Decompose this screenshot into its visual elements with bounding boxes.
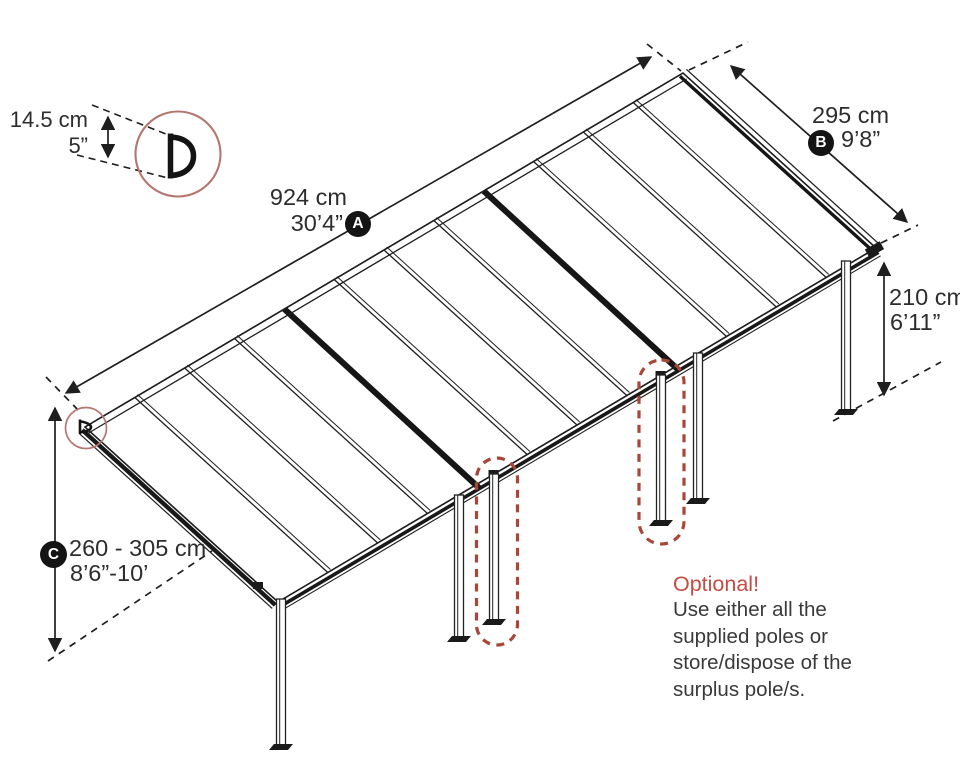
gutter-detail-callout <box>76 104 222 198</box>
dim-b-imperial-label: 9’8” <box>841 126 881 152</box>
detail-metric-label: 14.5 cm <box>9 107 88 132</box>
note-title: Optional! <box>673 572 760 596</box>
dim-b-badge: B <box>808 130 834 156</box>
optional-pole-marker-left <box>474 456 520 647</box>
post-front-left <box>253 582 293 750</box>
post-middle-right-surplus <box>649 371 673 526</box>
note-line-2: supplied poles or <box>673 625 828 648</box>
support-posts <box>253 241 885 750</box>
post-middle-left-surplus <box>482 470 506 625</box>
roof-panel-area <box>78 68 881 611</box>
optional-pole-markers <box>474 358 686 647</box>
ground-line-left <box>47 550 213 662</box>
post-middle-right-front <box>686 352 710 504</box>
dimension-front-height-line <box>832 261 942 422</box>
d-profile-icon <box>167 133 197 179</box>
dim-c-imperial-label: 8’6”-10’ <box>70 560 149 586</box>
detail-imperial-label: 5” <box>68 133 88 158</box>
front-height-imperial-label: 6’11” <box>890 309 941 335</box>
dim-a-imperial-label: 30’4” <box>290 210 343 236</box>
optional-pole-marker-right <box>637 358 686 546</box>
post-front-right <box>834 241 885 415</box>
corner-detail-ring <box>64 406 108 450</box>
note-line-3: store/dispose of the <box>673 651 852 674</box>
dim-a-badge: A <box>345 211 371 237</box>
dimension-c-line <box>47 406 213 662</box>
detail-circle <box>134 110 222 198</box>
corner-d-profile-icon <box>78 419 93 434</box>
dim-a-metric-label: 924 cm <box>269 184 347 210</box>
dim-c-badge: C <box>40 541 67 568</box>
dim-b-metric-label: 295 cm <box>812 102 890 128</box>
note-line-1: Use either all the <box>673 598 827 621</box>
front-height-metric-label: 210 cm <box>889 284 960 310</box>
dim-c-metric-label: 260 - 305 cm <box>69 535 207 561</box>
note-line-4: surplus pole/s. <box>673 678 806 701</box>
post-middle-left-front <box>447 494 471 642</box>
